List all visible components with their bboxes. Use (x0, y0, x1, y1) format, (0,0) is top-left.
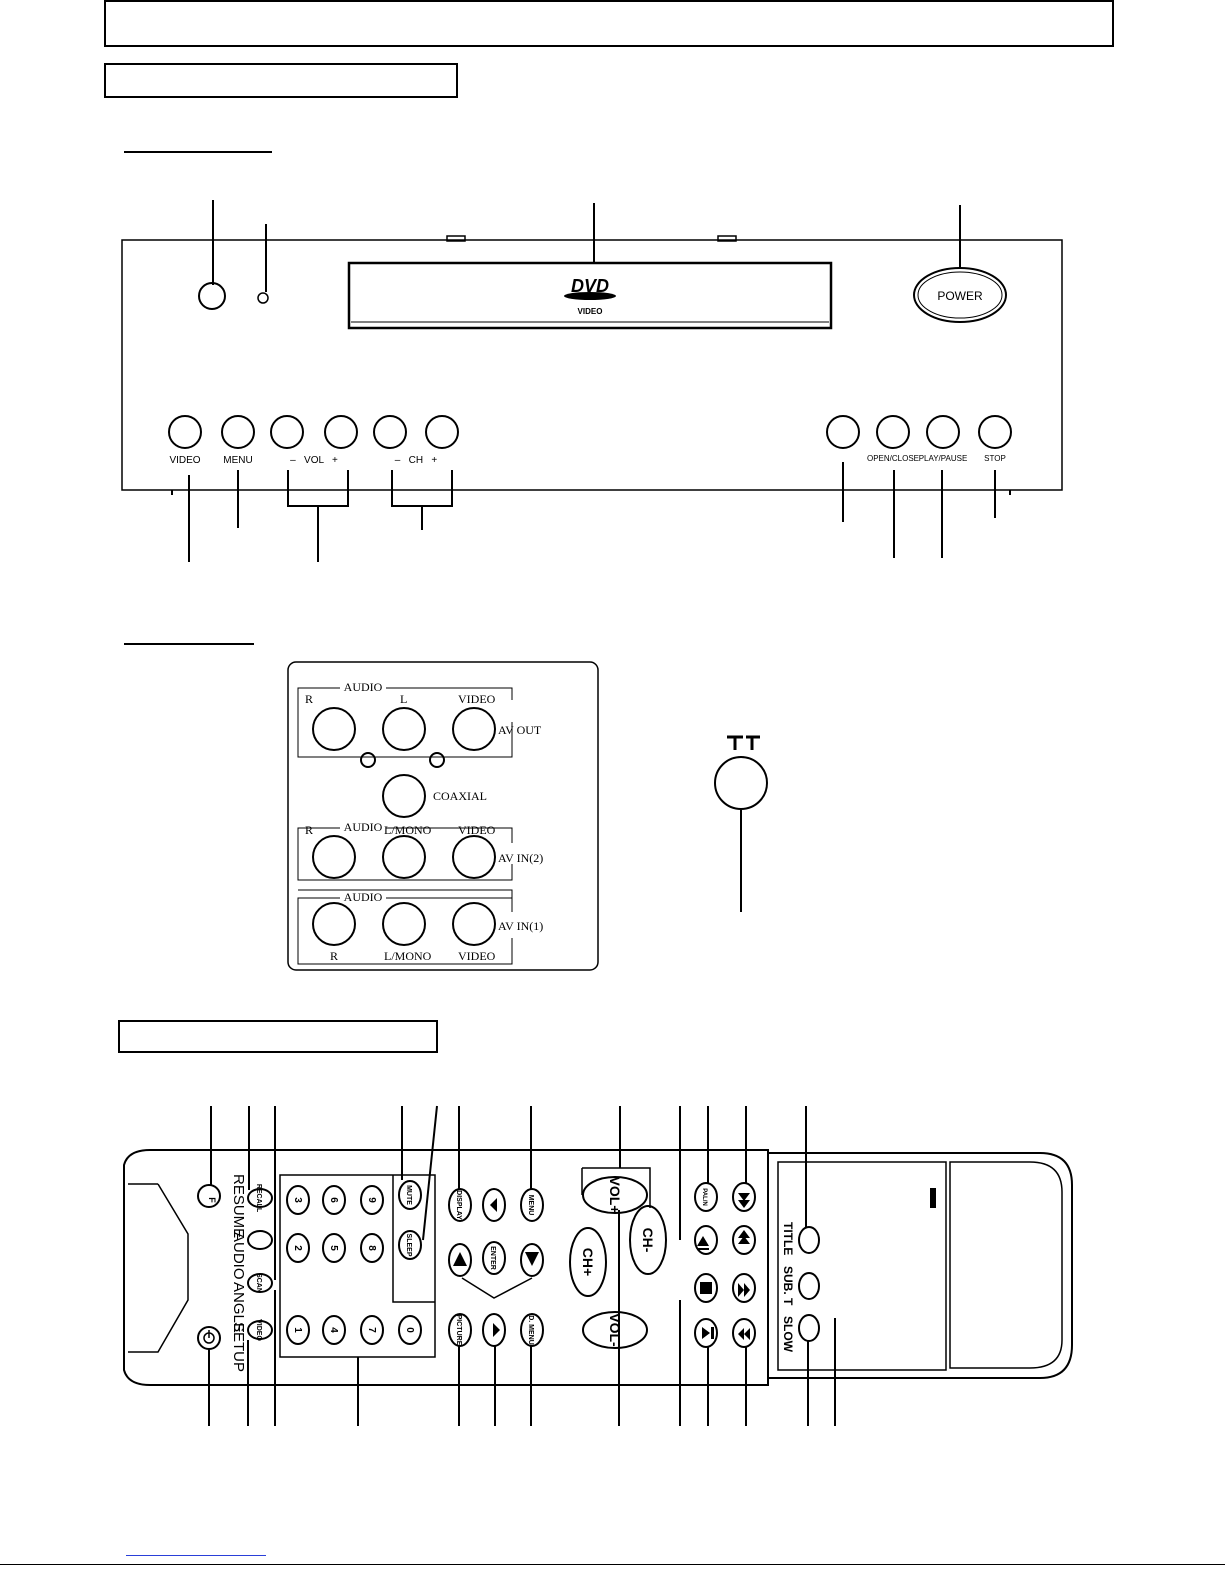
digit-3: 3 (292, 1197, 303, 1203)
digit-6: 6 (328, 1197, 339, 1203)
power-button-label: POWER (937, 289, 983, 303)
vol-buttons-label: – VOL + (290, 455, 338, 466)
digit-1: 1 (292, 1327, 303, 1333)
avout-video-label: VIDEO (458, 692, 496, 706)
mute-key-label: MUTE (405, 1185, 412, 1205)
digit-0: 0 (404, 1327, 415, 1333)
sleep-key-label: SLEEP (405, 1234, 412, 1257)
avin2-video-label: VIDEO (458, 823, 496, 837)
section-title-box-panels (104, 63, 458, 98)
avin1-audio-label: AUDIO (344, 890, 383, 904)
digit-8: 8 (366, 1245, 377, 1251)
arrow-down-icon (493, 1323, 500, 1337)
menu-button-label: MENU (223, 455, 252, 466)
section-title-box-remote (118, 1020, 438, 1053)
scan-key-label: SCAN (255, 1273, 262, 1293)
vol-plus-key-label: VOL+ (607, 1177, 623, 1214)
resume-label: RESUME (230, 1174, 247, 1238)
paln-key-label: PAL/N (701, 1188, 707, 1206)
prev-icon (738, 1328, 750, 1340)
digit-7: 7 (366, 1327, 377, 1333)
avin2-r-label: R (305, 823, 313, 837)
angle-label: ANGLE (230, 1282, 247, 1333)
stop-icon (700, 1282, 712, 1294)
menu-key-label: MENU (527, 1195, 534, 1216)
open-close-label: OPEN/CLOSE (867, 454, 919, 463)
audio-label: AUDIO (230, 1232, 247, 1280)
dvd-logo: DVD VIDEO (564, 276, 616, 316)
play-pause-label: PLAY/PAUSE (919, 454, 968, 463)
ch-buttons-label: – CH + (395, 455, 438, 466)
avin1-video-label: VIDEO (458, 949, 496, 963)
slow-label: SLOW (781, 1316, 795, 1353)
avin1-r-label: R (330, 949, 338, 963)
avout-tag: AV OUT (498, 723, 542, 737)
avin2-audio-label: AUDIO (344, 820, 383, 834)
page-header-box (104, 0, 1114, 47)
arrow-right-icon (525, 1252, 539, 1266)
rear-panel-drawing: AUDIO R L VIDEO AV OUT COAXIAL AUDIO R L… (287, 661, 768, 971)
rewind-icon (738, 1230, 750, 1244)
video-key-label: VIDEO (255, 1319, 262, 1341)
front-panel-drawing: DVD VIDEO POWER VIDEO MENU – VOL + – CH … (121, 200, 1063, 562)
arrow-left-icon (453, 1252, 467, 1266)
front-view-underline (124, 151, 272, 153)
avin2-l-label: L/MONO (384, 823, 432, 837)
title-label: TITLE (781, 1222, 795, 1255)
digit-4: 4 (328, 1327, 339, 1333)
avout-audio-label: AUDIO (344, 680, 383, 694)
stop-label: STOP (984, 454, 1006, 463)
video-button-label: VIDEO (169, 455, 200, 466)
battery-cover-marking (930, 1188, 936, 1208)
play-pause-icon (702, 1327, 714, 1339)
digit-5: 5 (328, 1245, 339, 1251)
eject-icon (697, 1236, 709, 1250)
ch-minus-key-label: CH- (640, 1228, 656, 1253)
avout-l-label: L (400, 692, 407, 706)
coaxial-label: COAXIAL (433, 789, 487, 803)
footer-rule (0, 1564, 1225, 1565)
recall-key-label: RECALL (255, 1184, 262, 1213)
display-key-label: DISPLAY (455, 1190, 462, 1220)
f-key-label: F (207, 1197, 217, 1203)
rear-view-underline (124, 643, 254, 645)
next-icon (738, 1283, 750, 1297)
dvd-logo-subtext: VIDEO (578, 307, 603, 316)
enter-key-label: ENTER (489, 1246, 496, 1270)
picture-key-label: PICTURE (455, 1315, 462, 1346)
avin1-l-label: L/MONO (384, 949, 432, 963)
footer-link-rule (126, 1555, 266, 1556)
avin1-tag: AV IN(1) (498, 919, 543, 933)
fast-forward-icon (738, 1193, 750, 1208)
arrow-up-icon (490, 1198, 497, 1212)
digit-2: 2 (292, 1245, 303, 1251)
avin2-tag: AV IN(2) (498, 851, 543, 865)
vol-minus-key-label: VOL- (607, 1313, 623, 1347)
ch-plus-key-label: CH+ (580, 1248, 596, 1276)
dvd-logo-text: DVD (571, 276, 609, 296)
avout-r-label: R (305, 692, 313, 706)
subt-label: SUB. T (781, 1266, 795, 1306)
digit-9: 9 (366, 1197, 377, 1203)
dmenu-key-label: D. MENU (527, 1315, 534, 1345)
setup-label: SETUP (230, 1322, 247, 1372)
